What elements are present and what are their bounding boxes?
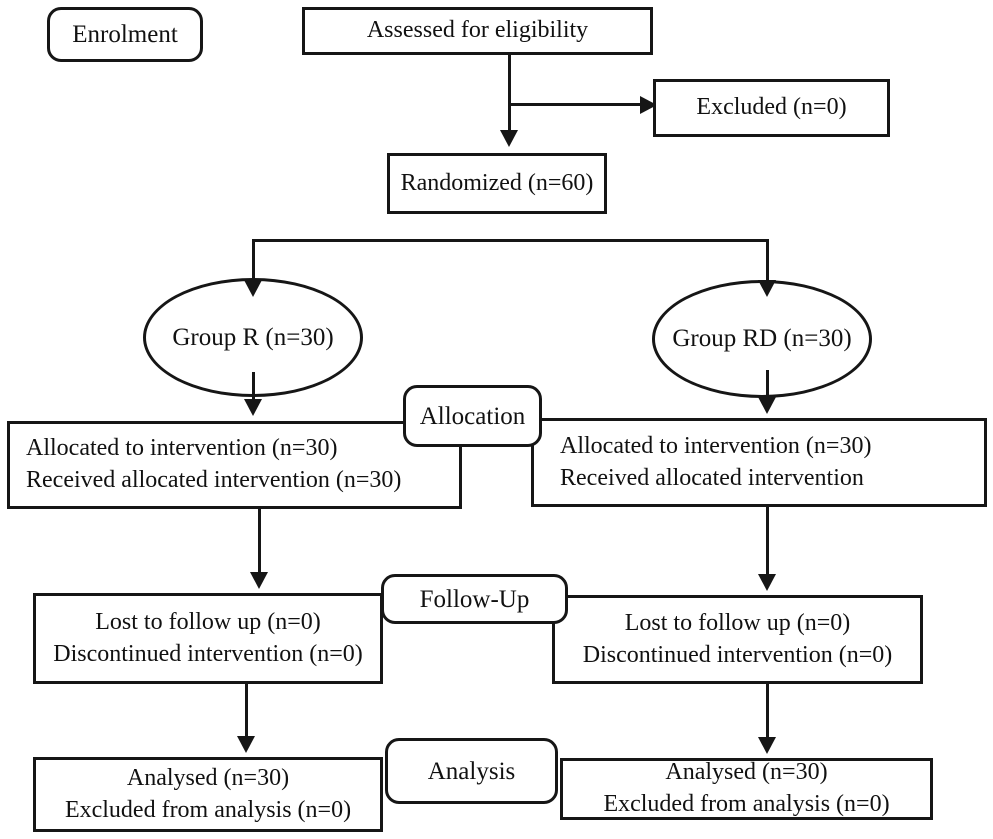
analysis-right-box: Analysed (n=30) Excluded from analysis (… — [560, 758, 933, 820]
allocation-left-box: Allocated to intervention (n=30) Receive… — [7, 421, 462, 509]
analysis-right-line2: Excluded from analysis (n=0) — [603, 791, 890, 817]
enrolment-stage-label: Enrolment — [47, 7, 203, 62]
arrow-split-to-group-r-line — [252, 239, 255, 282]
excluded-text: Excluded (n=0) — [696, 94, 847, 121]
arrow-assessed-to-randomized-line — [508, 55, 511, 131]
followup-left-line1: Lost to follow up (n=0) — [95, 608, 321, 635]
followup-right-line2: Discontinued intervention (n=0) — [582, 641, 893, 668]
arrow-followup-to-analysis-right-head — [758, 737, 776, 754]
allocation-left-line1: Allocated to intervention (n=30) — [26, 435, 338, 462]
arrow-allocation-to-followup-right-line — [766, 507, 769, 575]
group-r-ellipse: Group R (n=30) — [143, 278, 363, 397]
analysis-left-box: Analysed (n=30) Excluded from analysis (… — [33, 757, 383, 832]
allocation-right-line2: Received allocated intervention — [560, 464, 864, 491]
analysis-stage-label: Analysis — [385, 738, 558, 804]
analysis-right-line1: Analysed (n=30) — [665, 759, 828, 786]
followup-left-box: Lost to follow up (n=0) Discontinued int… — [33, 593, 383, 684]
followup-left-line2: Discontinued intervention (n=0) — [53, 640, 363, 667]
arrow-followup-to-analysis-right-line — [766, 684, 769, 738]
arrow-to-excluded-head — [640, 96, 657, 114]
arrow-allocation-to-followup-left-head — [250, 572, 268, 589]
group-rd-text: Group RD (n=30) — [672, 325, 852, 352]
arrow-to-excluded-line — [508, 103, 640, 106]
assessed-for-eligibility-text: Assessed for eligibility — [366, 17, 589, 44]
analysis-left-line1: Analysed (n=30) — [126, 764, 290, 791]
assessed-for-eligibility-box: Assessed for eligibility — [302, 7, 653, 55]
followup-stage-label: Follow-Up — [381, 574, 568, 624]
randomized-text: Randomized (n=60) — [400, 169, 594, 196]
allocation-right-line1: Allocated to intervention (n=30) — [560, 432, 872, 459]
group-r-text: Group R (n=30) — [172, 323, 334, 351]
arrow-assessed-to-randomized-head — [500, 130, 518, 147]
analysis-left-line2: Excluded from analysis (n=0) — [64, 796, 352, 823]
enrolment-stage-text: Enrolment — [72, 21, 178, 48]
arrow-group-r-to-allocation-head — [244, 399, 262, 416]
followup-right-line1: Lost to follow up (n=0) — [624, 609, 851, 636]
allocation-stage-text: Allocation — [419, 402, 526, 430]
arrow-followup-to-analysis-left-line — [245, 684, 248, 737]
analysis-stage-text: Analysis — [427, 757, 516, 785]
allocation-stage-label: Allocation — [403, 385, 542, 447]
allocation-left-line2: Received allocated intervention (n=30) — [26, 467, 402, 493]
followup-stage-text: Follow-Up — [419, 585, 530, 613]
excluded-box: Excluded (n=0) — [653, 79, 890, 137]
followup-right-box: Lost to follow up (n=0) Discontinued int… — [552, 595, 923, 684]
arrow-split-to-group-rd-line — [766, 239, 769, 282]
allocation-right-box: Allocated to intervention (n=30) Receive… — [531, 418, 987, 507]
arrow-allocation-to-followup-left-line — [258, 509, 261, 573]
arrow-allocation-to-followup-right-head — [758, 574, 776, 591]
randomized-box: Randomized (n=60) — [387, 153, 607, 214]
arrow-group-rd-to-allocation-head — [758, 397, 776, 414]
arrow-followup-to-analysis-left-head — [237, 736, 255, 753]
randomized-split-line — [253, 239, 769, 242]
group-rd-ellipse: Group RD (n=30) — [652, 280, 872, 398]
